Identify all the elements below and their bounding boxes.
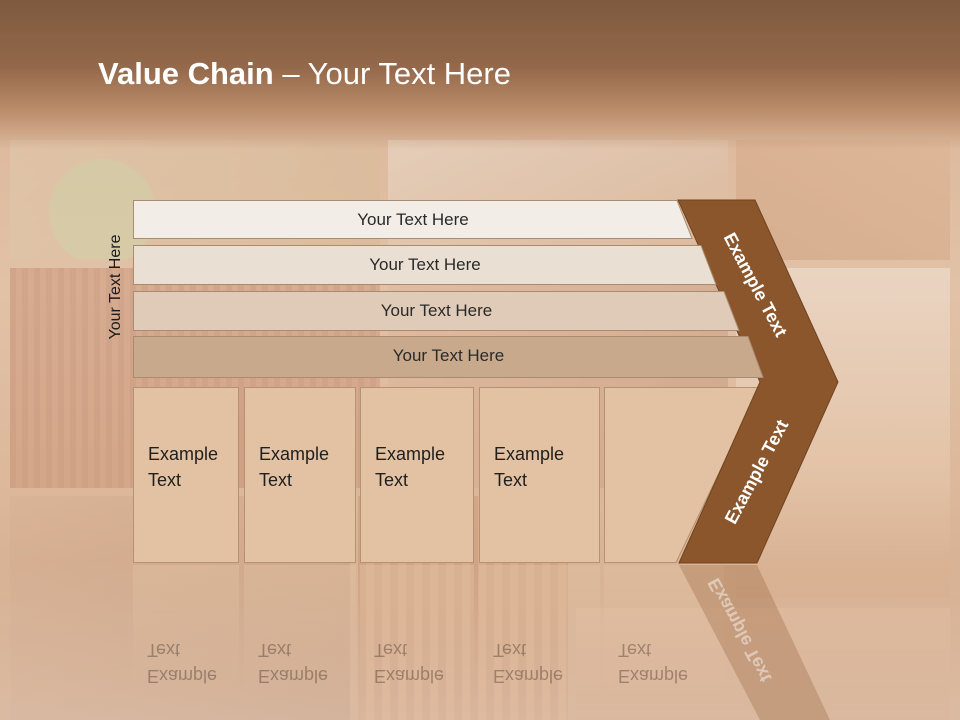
box-reflection: Example Text xyxy=(133,565,239,695)
row-shape xyxy=(133,291,740,331)
title-bold: Value Chain xyxy=(98,56,274,91)
row-label: Your Text Here xyxy=(392,345,505,365)
support-row-1[interactable]: Your Text Here xyxy=(133,200,693,239)
row-label: Your Text Here xyxy=(369,254,481,274)
row-shape xyxy=(133,336,764,378)
support-row-4[interactable]: Your Text Here xyxy=(133,336,764,378)
background-fade xyxy=(0,560,960,720)
support-row-2[interactable]: Your Text Here xyxy=(133,245,717,285)
primary-box-5-shape xyxy=(604,387,761,563)
row-label: Your Text Here xyxy=(380,300,493,320)
box-reflection: Example Text xyxy=(360,565,474,695)
row-label: Your Text Here xyxy=(357,209,469,229)
support-row-3[interactable]: Your Text Here xyxy=(133,291,740,331)
primary-box-1[interactable]: Example Text xyxy=(133,387,239,563)
box-reflection: Example Text xyxy=(479,565,600,695)
primary-box-3[interactable]: Example Text xyxy=(360,387,474,563)
primary-box-4[interactable]: Example Text xyxy=(479,387,600,563)
box-reflection: Example Text xyxy=(244,565,356,695)
row-shape xyxy=(133,200,693,239)
primary-box-2[interactable]: Example Text xyxy=(244,387,356,563)
title-bar: Value Chain – Your Text Here xyxy=(0,0,960,150)
chevron-arrow[interactable] xyxy=(677,199,839,564)
title-rest: – Your Text Here xyxy=(273,56,511,91)
box-reflection: Example Text xyxy=(604,565,724,695)
spa-photo-tile xyxy=(576,608,950,720)
chevron-reflection xyxy=(679,565,830,720)
row-shape xyxy=(133,245,717,285)
slide-title[interactable]: Value Chain – Your Text Here xyxy=(98,56,511,92)
